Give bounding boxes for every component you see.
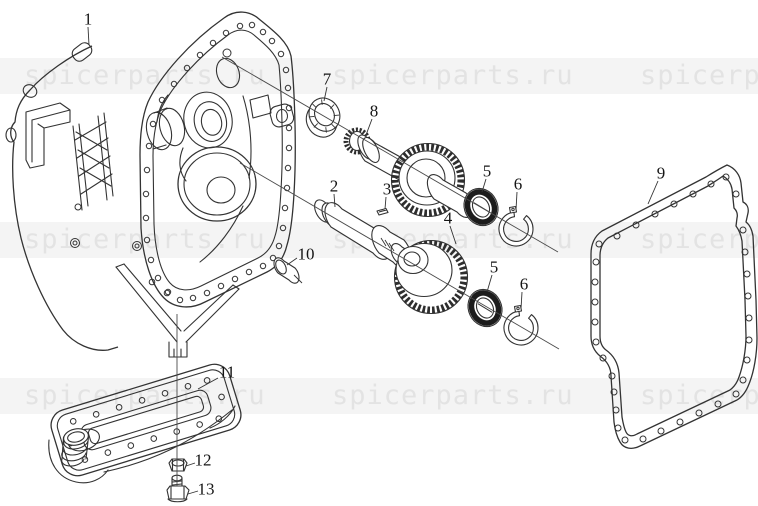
- callout-leader-11: [197, 377, 219, 390]
- callout-leader-1: [87, 26, 90, 46]
- bearing-5-lower: [467, 288, 503, 328]
- callout-leader-6b: [520, 291, 523, 310]
- callout-leader-6a: [515, 191, 518, 211]
- center-lines: [176, 56, 560, 486]
- oil-pan-11: [48, 363, 242, 484]
- watermark-text: spicerparts.ru: [332, 380, 574, 411]
- watermark-text: spicerparts.ru: [332, 60, 574, 91]
- shaft-2: [314, 199, 416, 271]
- circlip-6-upper: [498, 205, 534, 247]
- callout-6b: 6: [520, 275, 529, 294]
- callout-4: 4: [444, 209, 453, 228]
- callout-2: 2: [330, 177, 339, 196]
- circlip-6-lower: [503, 304, 539, 346]
- callout-leader-3: [384, 196, 387, 210]
- callout-9: 9: [657, 164, 666, 183]
- lower-bore: [177, 146, 257, 222]
- housing-bracket-block: [25, 102, 71, 169]
- lower-axis-line: [239, 162, 560, 350]
- callout-leader-8: [365, 118, 373, 136]
- input-shaft-gear-8: [343, 127, 474, 218]
- callout-leader-2: [333, 193, 336, 208]
- callout-1: 1: [84, 10, 93, 29]
- bottom-gusset: [115, 263, 240, 358]
- callout-10: 10: [298, 245, 315, 264]
- callout-leader-10: [286, 257, 298, 266]
- callout-leader-13: [187, 490, 199, 495]
- callout-layer: 1 7 8 2 3 4 5 6 9 5 6 10 11 12 13: [84, 10, 666, 499]
- plug-10: [273, 257, 303, 284]
- key-3: [376, 207, 389, 216]
- callout-7: 7: [323, 70, 332, 89]
- watermark-text: spicerparts.ru: [640, 60, 758, 91]
- callout-leader-5a: [481, 178, 487, 193]
- bearing-7: [305, 97, 341, 138]
- gear-4: [393, 239, 469, 315]
- callout-12: 12: [195, 451, 212, 470]
- callout-3: 3: [383, 180, 392, 199]
- watermark-band-1: spicerparts.ru spicerparts.ru spicerpart…: [0, 58, 758, 94]
- callout-11: 11: [219, 363, 235, 382]
- callout-5a: 5: [483, 162, 492, 181]
- bolt-13: [166, 474, 190, 503]
- upper-axis-line: [221, 56, 559, 253]
- callout-8: 8: [370, 102, 379, 121]
- callout-6a: 6: [514, 175, 523, 194]
- gearbox-housing: [5, 11, 296, 358]
- gasket-bolt-holes: [591, 173, 753, 444]
- callout-5b: 5: [490, 258, 499, 277]
- callout-leader-5b: [486, 274, 493, 293]
- callout-leader-12: [185, 462, 196, 467]
- gasket-9: [590, 164, 758, 449]
- callout-leader-9: [647, 180, 659, 205]
- flange-bolt-holes: [142, 21, 293, 304]
- callout-leader-7: [323, 86, 328, 102]
- housing-ribs: [72, 112, 114, 211]
- nut-12: [168, 458, 188, 472]
- callout-leader-4: [449, 225, 457, 245]
- upper-bore: [183, 91, 233, 149]
- callout-13: 13: [198, 480, 215, 499]
- drain-fitting: [61, 428, 100, 467]
